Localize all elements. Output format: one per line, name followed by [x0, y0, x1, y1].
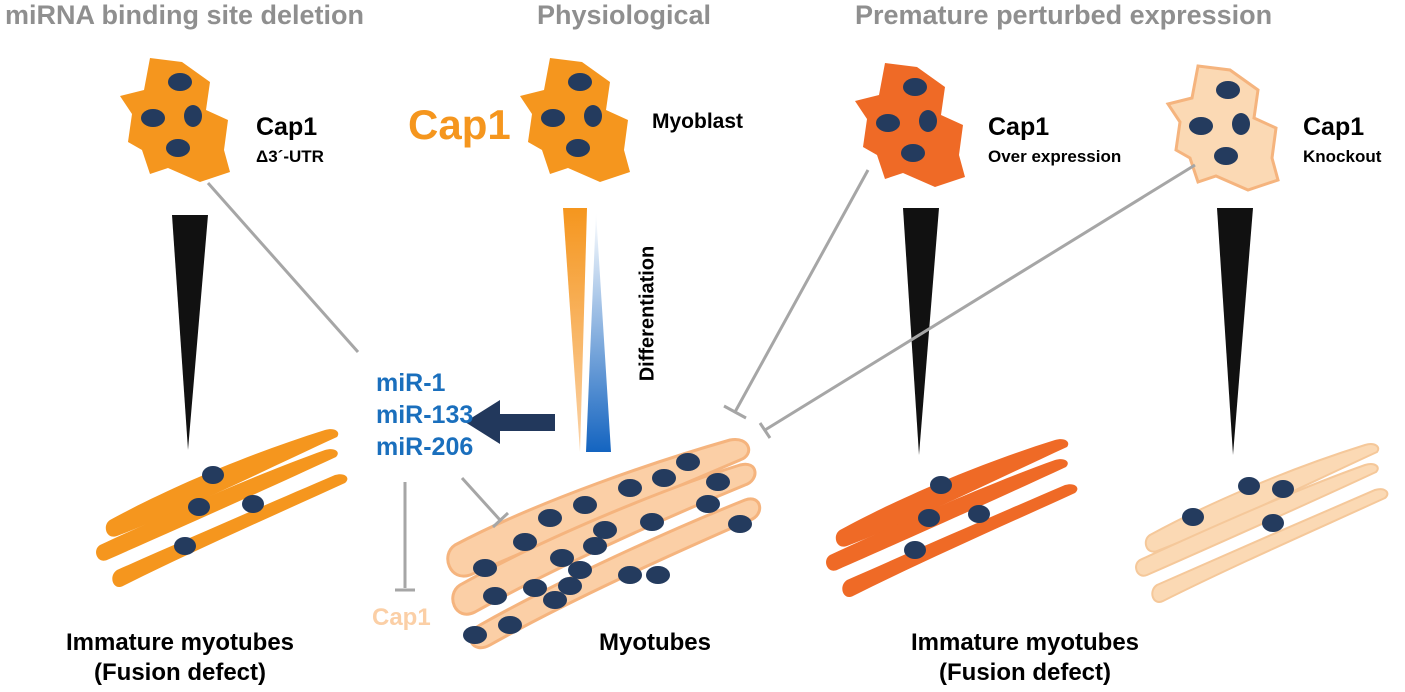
header-premature-perturbed-expression: Premature perturbed expression: [855, 0, 1273, 30]
label-overexpression-gene: Cap1: [988, 113, 1050, 141]
cell-myoblast: [520, 58, 630, 182]
caption-left-line1: Immature myotubes: [65, 629, 295, 656]
myotubes-mature: [446, 438, 761, 649]
caption-myotubes: Myotubes: [598, 629, 711, 656]
label-knockout-gene: Cap1: [1303, 113, 1365, 141]
wedge-knockout: [1217, 208, 1253, 455]
mirna-gradient: [586, 212, 611, 452]
header-physiological: Physiological: [537, 0, 712, 30]
header-mirna-binding-site-deletion: miRNA binding site deletion: [5, 0, 365, 30]
label-deletion-gene: Cap1: [256, 113, 318, 141]
inhibition-lines: [206, 163, 1196, 592]
caption-left-line2: (Fusion defect): [94, 659, 266, 686]
mirna-206: miR-206: [376, 433, 474, 461]
label-repressed-cap1: Cap1: [372, 604, 431, 631]
mirna-133: miR-133: [376, 401, 474, 429]
myotubes-left: [96, 429, 348, 588]
caption-right-line2: (Fusion defect): [939, 659, 1111, 686]
wedge-overexpression: [903, 208, 939, 455]
label-overexpression-variant: Over expression: [988, 147, 1122, 166]
label-myoblast: Myoblast: [652, 110, 744, 133]
cell-cap1-overexpression: [855, 63, 965, 187]
cell-cap1-deletion: [120, 58, 230, 182]
wedge-left: [172, 215, 208, 450]
myotubes-knockout: [1135, 443, 1389, 604]
label-differentiation: Differentiation: [636, 245, 659, 382]
arrow-to-mirna: [465, 400, 555, 444]
mirna-list: miR-1 miR-133 miR-206: [376, 367, 473, 463]
mirna-1: miR-1: [376, 369, 446, 397]
label-deletion-variant: Δ3´-UTR: [256, 147, 324, 166]
myotubes-overexpression: [826, 439, 1078, 598]
caption-right-line1: Immature myotubes: [910, 629, 1140, 656]
caption-right: Immature myotubes (Fusion defect): [880, 628, 1170, 688]
label-physiological-gene: Cap1: [408, 101, 511, 148]
cap1-gradient: [563, 208, 587, 452]
caption-left: Immature myotubes (Fusion defect): [40, 628, 320, 688]
label-knockout-variant: Knockout: [1303, 147, 1382, 166]
